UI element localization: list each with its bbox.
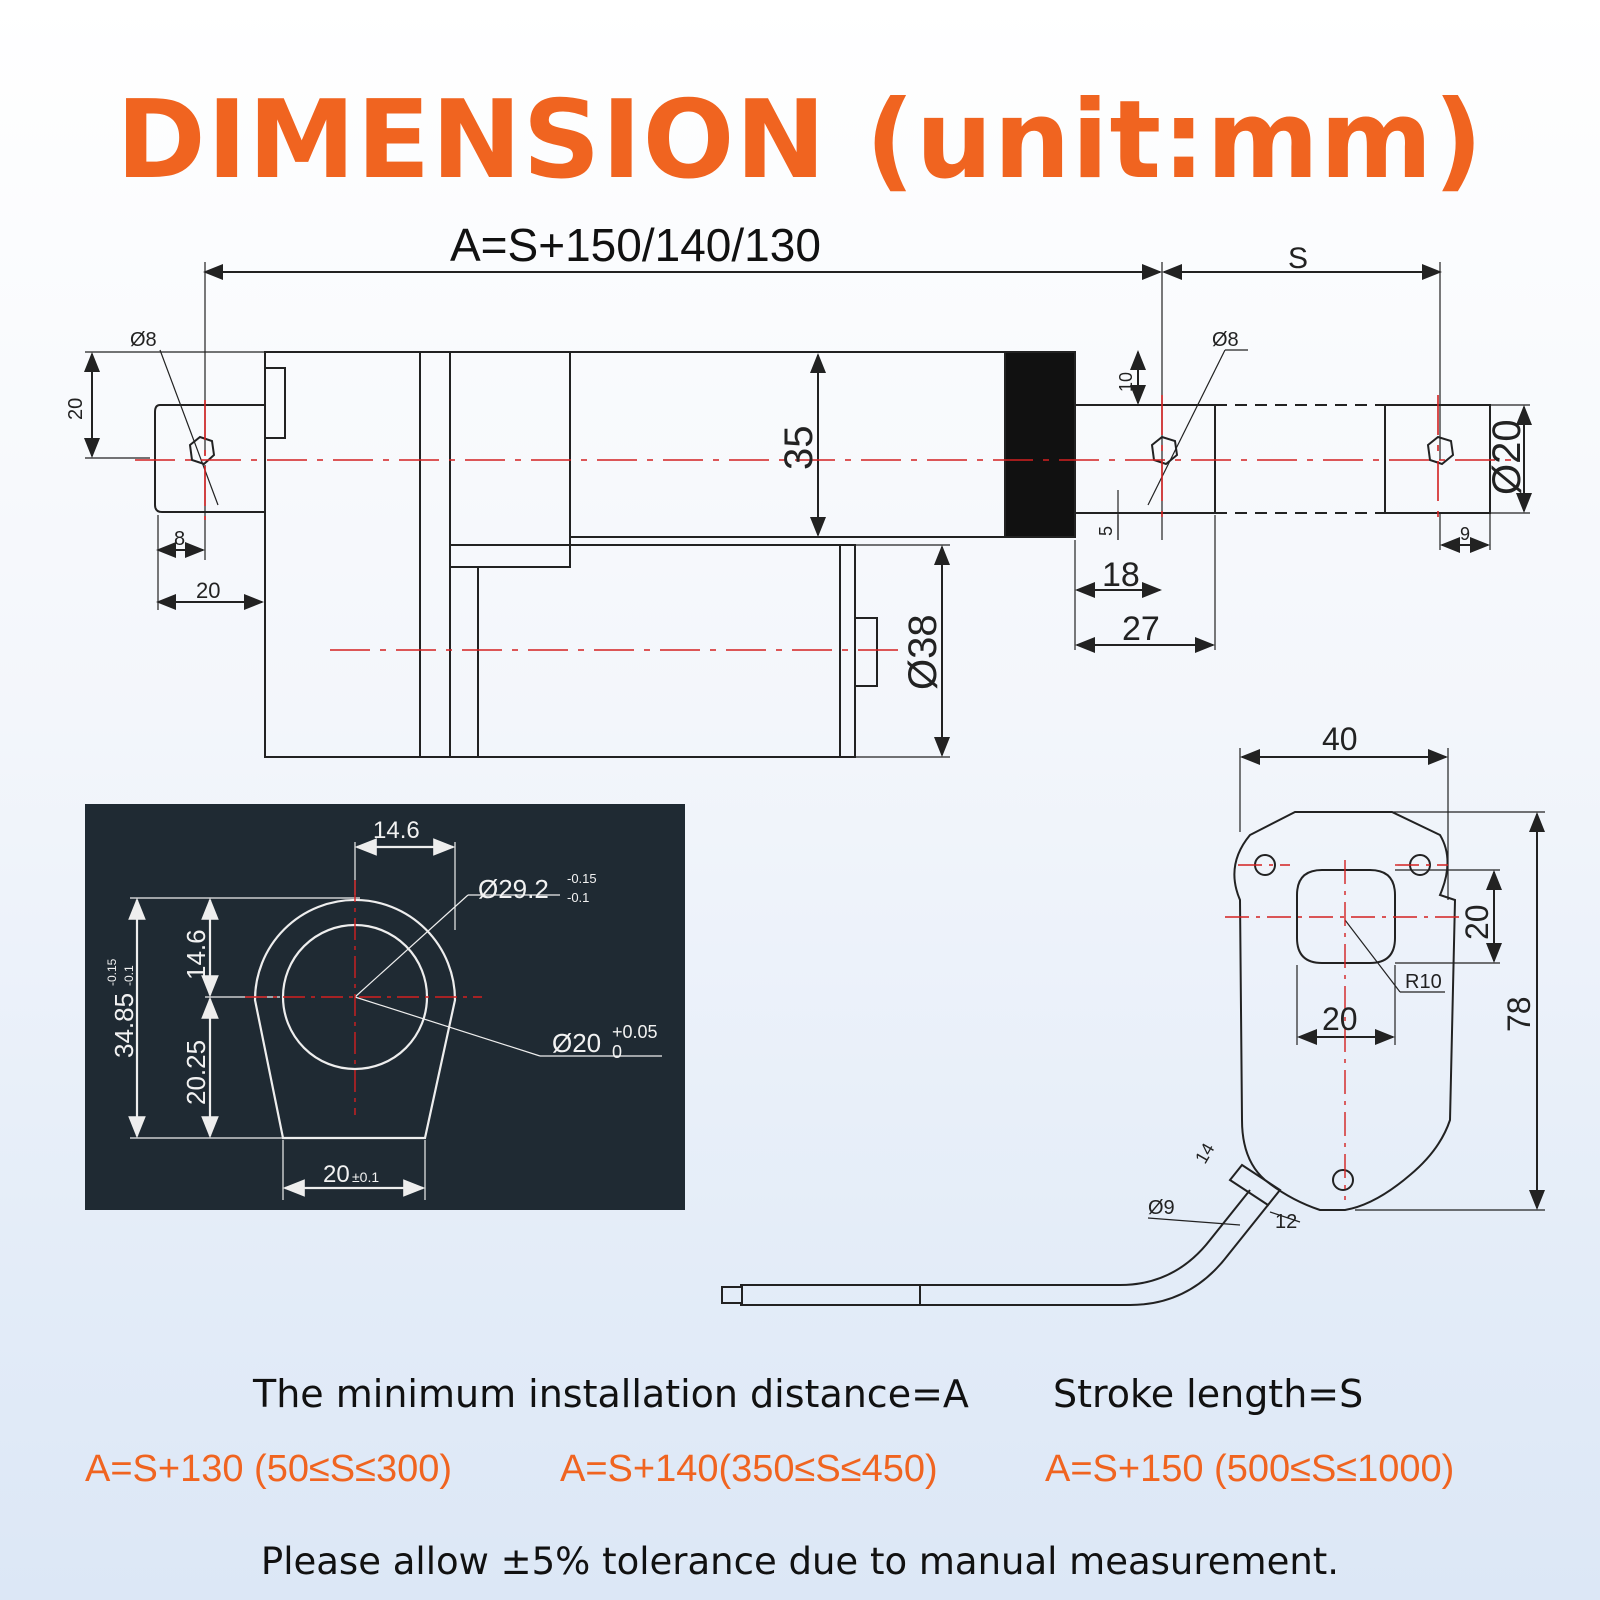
- dim-18: 18: [1102, 556, 1140, 594]
- end-dim-78: 78: [1501, 996, 1537, 1032]
- dim-motor-diameter: Ø38: [901, 614, 945, 690]
- end-dim-r10: R10: [1405, 971, 1442, 993]
- end-dim-14: 14: [1191, 1140, 1218, 1167]
- bracket-dim-14-6-side: 14.6: [181, 929, 211, 980]
- bracket-dim-14-6-top: 14.6: [373, 817, 420, 844]
- bracket-tol-20-upper: +0.05: [612, 1022, 658, 1042]
- bracket-centerlines: [245, 880, 482, 1115]
- end-view-centerlines: [1225, 860, 1465, 1200]
- dim-10: 10: [1116, 372, 1136, 392]
- end-dim-12: 12: [1275, 1211, 1297, 1233]
- min-install-note: The minimum installation distance=A: [253, 1372, 969, 1416]
- dim-35: 35: [777, 426, 821, 471]
- range-130: A=S+130 (50≤S≤300): [85, 1448, 453, 1490]
- bracket-dim-hole-20: Ø20: [552, 1028, 601, 1058]
- bracket-dim-34-85: 34.85: [109, 993, 139, 1058]
- page-title: DIMENSION (unit:mm): [116, 78, 1484, 203]
- centerlines-main: [135, 395, 1520, 651]
- end-dim-cable-9: Ø9: [1148, 1197, 1175, 1219]
- range-150: A=S+150 (500≤S≤1000): [1045, 1448, 1455, 1490]
- bracket-tol-34-lower: -0.1: [122, 965, 136, 986]
- dim-9: 9: [1460, 524, 1470, 544]
- dim-27: 27: [1122, 610, 1160, 648]
- actuator-side-view: [84, 262, 1532, 758]
- bracket-dim-20-bottom: 20: [323, 1161, 350, 1188]
- installation-formula: A=S+150/140/130: [450, 219, 821, 271]
- rear-hole-label: Ø8: [130, 329, 157, 351]
- dim-8: 8: [174, 528, 185, 550]
- bracket-tol-34-upper: -0.15: [105, 958, 119, 986]
- bracket-dim-29-2: Ø29.2: [478, 874, 549, 904]
- bracket-tol-20-lower: 0: [612, 1042, 622, 1062]
- stroke-note: Stroke length=S: [1053, 1372, 1364, 1416]
- tolerance-note: Please allow ±5% tolerance due to manual…: [260, 1540, 1340, 1583]
- range-140: A=S+140(350≤S≤450): [560, 1448, 938, 1490]
- stroke-label: S: [1288, 242, 1308, 275]
- bracket-tol-29-lower: -0.1: [567, 890, 589, 905]
- end-dim-20-right: 20: [1459, 904, 1495, 940]
- end-dim-40: 40: [1322, 721, 1358, 757]
- bracket-dim-20-25: 20.25: [181, 1040, 211, 1105]
- dim-rod-diameter: Ø20: [1485, 419, 1529, 495]
- front-hole-label: Ø8: [1212, 329, 1239, 351]
- bracket-drawing: [128, 838, 662, 1200]
- dim-20-bottom: 20: [196, 578, 220, 603]
- dim-5: 5: [1096, 526, 1116, 536]
- actuator-end-view: [721, 748, 1545, 1306]
- end-dim-20-bottom: 20: [1322, 1001, 1358, 1037]
- bracket-tol-29-upper: -0.15: [567, 871, 597, 886]
- dim-20-left: 20: [65, 398, 87, 420]
- bracket-tol-20-bottom: ±0.1: [352, 1169, 379, 1185]
